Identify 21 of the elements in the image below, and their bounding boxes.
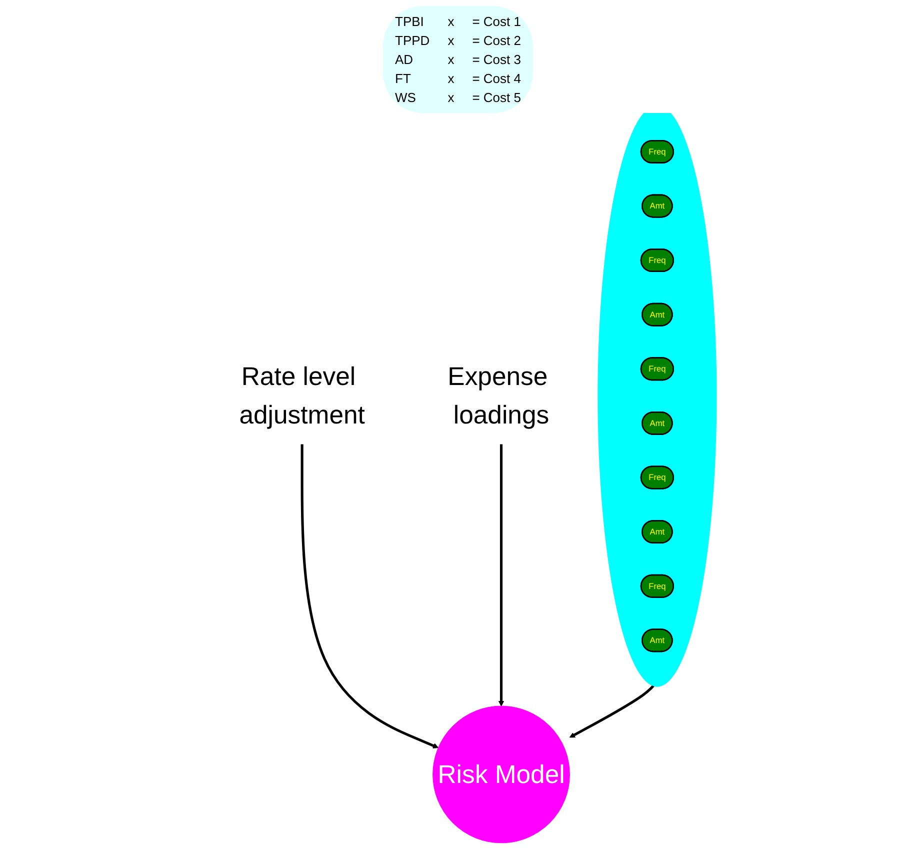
row-label: AD	[395, 52, 414, 67]
row-label: x	[448, 90, 454, 105]
row-label: = Cost 3	[472, 52, 521, 67]
node-text: Expense loadings	[448, 362, 550, 430]
row-label: TPPD	[395, 33, 430, 48]
node-text: Rate level adjustment	[239, 362, 365, 430]
row-label: TPBI	[395, 14, 425, 29]
row-label: = Cost 4	[472, 71, 521, 86]
row-label: x	[448, 14, 454, 29]
row-label: = Cost 1	[472, 14, 521, 29]
arrow	[300, 444, 439, 748]
row-label: x	[448, 71, 454, 86]
row-label: = Cost 5	[472, 90, 521, 105]
row-label: x	[448, 33, 454, 48]
cluster	[598, 113, 717, 687]
row-label: = Cost 2	[472, 33, 521, 48]
row-label: x	[448, 52, 454, 67]
arrow	[498, 444, 504, 706]
row-label: WS	[395, 90, 417, 105]
row-label: FT	[395, 71, 412, 86]
node-circle: Risk Model	[432, 706, 570, 844]
